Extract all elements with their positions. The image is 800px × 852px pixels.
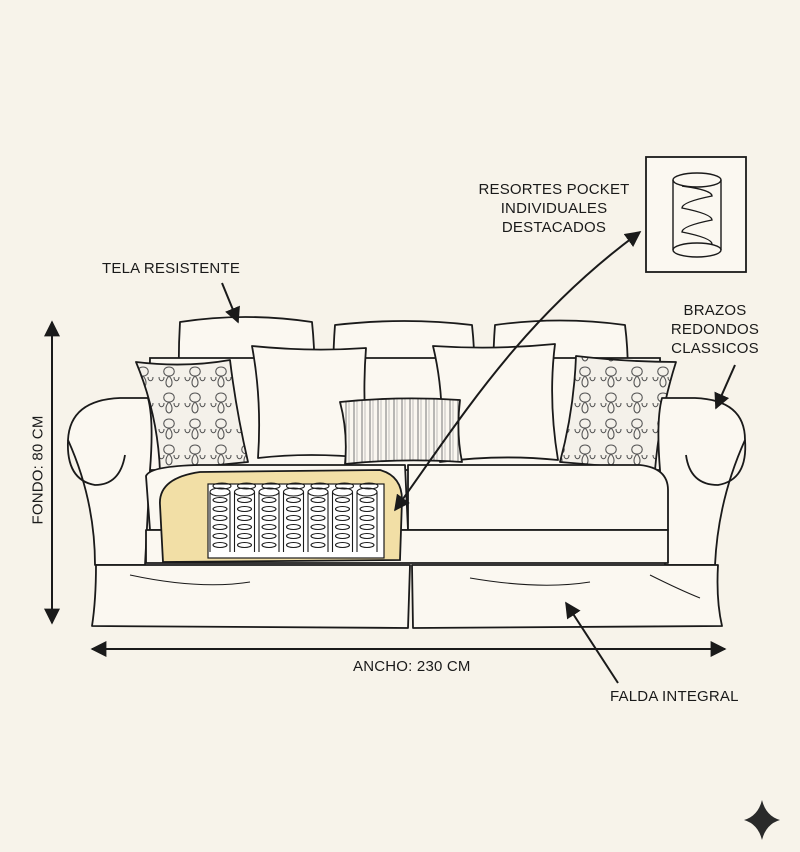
spring-top [212,482,232,490]
brazos-line-2: REDONDOS [670,321,760,338]
brazos-line-3: CLASSICOS [671,340,759,357]
striped-pillow [339,397,463,465]
spring-top [236,482,257,490]
brazos-label: BRAZOS REDONDOS CLASSICOS [660,301,770,358]
skirt [91,564,723,629]
left-arm [67,397,153,566]
right-arm [657,397,747,566]
ancho-label: ANCHO: 230 CM [353,658,471,675]
spring-coil [209,487,231,552]
resortes-line-1: RESORTES POCKET [478,181,630,198]
spring-coil [307,487,329,552]
resortes-line-3: DESTACADOS [501,219,607,236]
brazos-line-1: BRAZOS [683,302,747,319]
spring-coil [282,487,305,552]
falda-label: FALDA INTEGRAL [610,688,739,705]
spring-coil [331,487,354,552]
spring-top [285,482,306,490]
brazos-leader [714,364,736,410]
resortes-line-2: INDIVIDUALES [500,200,608,217]
dimension-lines [44,320,727,657]
sparkle-icon [744,800,780,840]
spring-coil [356,487,378,552]
spring-coil [233,487,256,552]
spring-top [359,482,379,490]
spring-top [310,482,330,490]
resortes-label: RESORTES POCKET INDIVIDUALES DESTACADOS [466,180,642,237]
spring-top [261,482,281,490]
fondo-label: FONDO: 80 CM [29,415,47,525]
spring-cutaway [159,469,403,563]
resortes-leader [394,231,642,512]
spring-inset [645,156,747,273]
tela-leader [221,282,240,324]
tela-label: TELA RESISTENTE [102,260,241,277]
spring-coil [258,487,280,552]
spring-top [334,482,355,490]
